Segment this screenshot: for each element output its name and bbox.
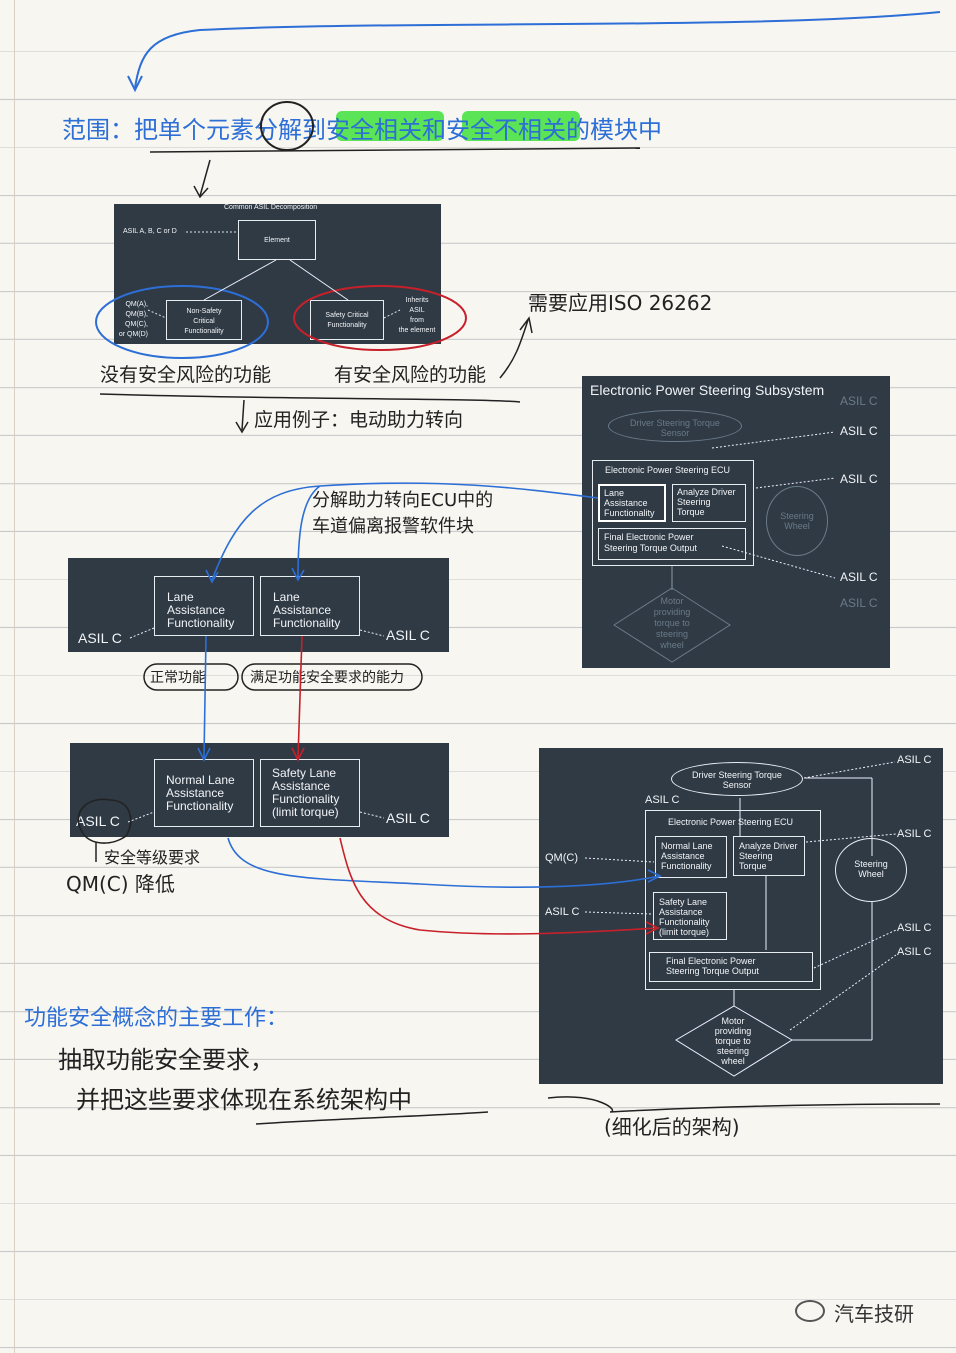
decompose-note: 分解助力转向ECU中的 xyxy=(312,490,494,511)
d4-asil-left: ASIL C xyxy=(76,813,120,829)
d2-ecu-label: Electronic Power Steering ECU xyxy=(605,465,731,475)
d2-asil-1: ASIL C xyxy=(840,394,878,408)
d2-ecu: Electronic Power Steering ECU xyxy=(592,460,754,566)
main-work-note: 功能安全概念的主要工作： xyxy=(24,1006,289,1031)
qm-lower-note: QM(C) 降低 xyxy=(66,872,175,896)
d5-asil-r1: ASIL C xyxy=(897,754,932,766)
watermark: 汽车技研 xyxy=(834,1302,914,1326)
d5-asil-r3: ASIL C xyxy=(897,922,932,934)
main-work-1: 抽取功能安全要求， xyxy=(58,1046,274,1074)
d5-asil-c-left: ASIL C xyxy=(545,906,580,918)
normal-func-note: 正常功能 xyxy=(150,670,206,686)
highlight-1 xyxy=(336,111,444,141)
d1-qm-list: QM(A),QM(B),QM(C),or QM(D) xyxy=(118,301,148,338)
margin-line xyxy=(14,0,15,1353)
example-note: 应用例子：电动助力转向 xyxy=(254,409,464,431)
d1-element-box: Element xyxy=(238,220,316,260)
diagram-asil-decomposition: Common ASIL Decomposition ASIL A, B, C o… xyxy=(114,204,441,344)
d2-asil-5: ASIL C xyxy=(840,596,878,610)
decompose-note-2: 车道偏离报警软件块 xyxy=(312,516,474,537)
main-work-2: 并把这些要求体现在系统架构中 xyxy=(76,1086,412,1114)
asil-req-note: 安全等级要求 xyxy=(104,848,201,867)
d1-title: Common ASIL Decomposition xyxy=(224,204,318,211)
d3-asil-left: ASIL C xyxy=(78,630,122,646)
d5-qm: QM(C) xyxy=(545,852,578,864)
no-risk-note: 没有安全风险的功能 xyxy=(100,364,272,386)
d5-asil-r2: ASIL C xyxy=(897,828,932,840)
safety-func-note: 满足功能安全要求的能力 xyxy=(250,670,404,686)
d5-asil-r4: ASIL C xyxy=(897,946,932,958)
d2-asil-4: ASIL C xyxy=(840,570,878,584)
d4-asil-right: ASIL C xyxy=(386,810,430,826)
d3-asil-right: ASIL C xyxy=(386,627,430,643)
d2-asil-3: ASIL C xyxy=(840,472,878,486)
d5-ecu-label: Electronic Power Steering ECU xyxy=(668,817,794,827)
d1-asil-abcd: ASIL A, B, C or D xyxy=(123,228,177,235)
d2-title: Electronic Power Steering Subsystem xyxy=(590,382,825,398)
wechat-icon xyxy=(795,1300,825,1322)
need-iso-note: 需要应用ISO 26262 xyxy=(528,291,713,315)
refined-note: (细化后的架构) xyxy=(604,1115,740,1139)
d2-asil-2: ASIL C xyxy=(840,424,878,438)
d5-ecu: Electronic Power Steering ECU xyxy=(645,810,821,990)
d5-asil-top: ASIL C xyxy=(645,794,680,806)
diagram-eps-subsystem: Electronic Power Steering Subsystem Driv… xyxy=(582,376,890,668)
has-risk-note: 有安全风险的功能 xyxy=(334,364,487,386)
highlight-2 xyxy=(462,111,580,141)
scope-note: 范围：把单个元素分解到安全相关和安全不相关的模块中 xyxy=(62,116,662,144)
